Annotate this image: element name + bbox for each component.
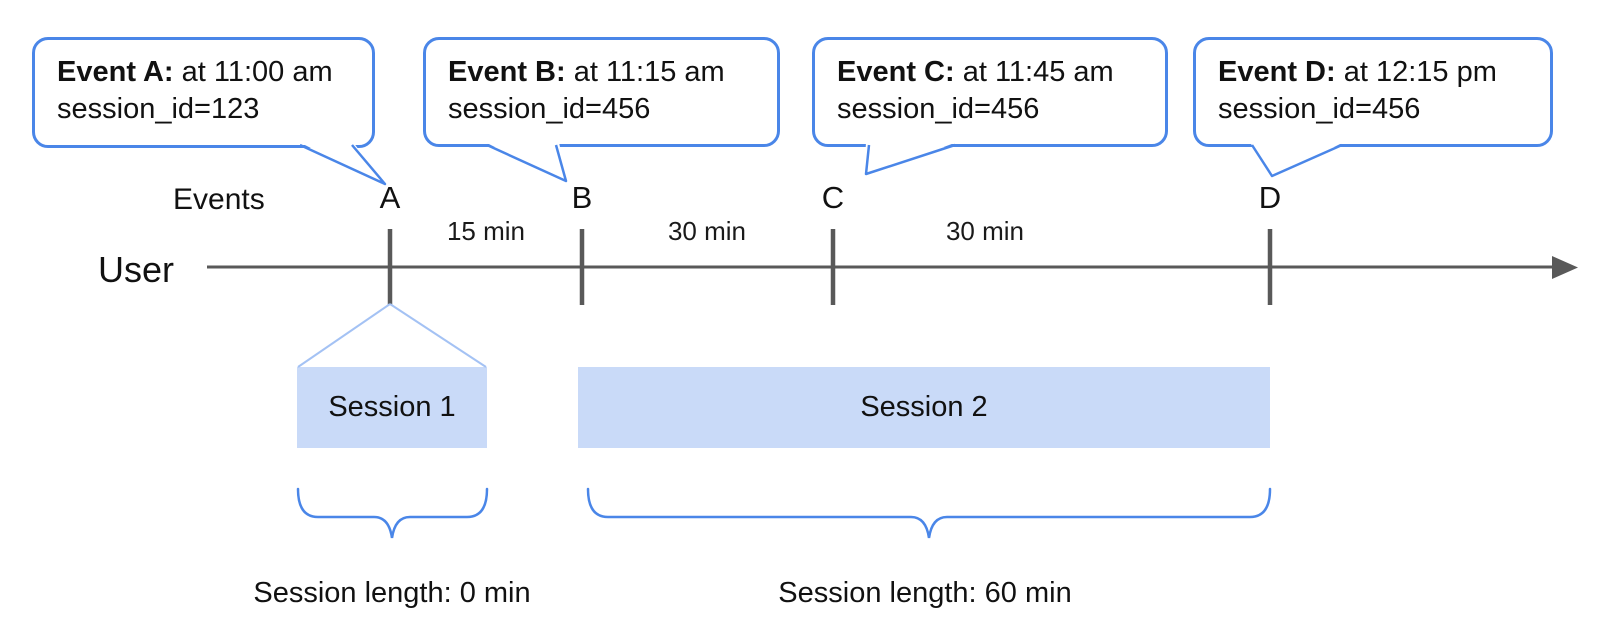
callout-tail-d-fill	[1250, 142, 1344, 179]
callout-tail-d-outline	[1250, 143, 1343, 178]
callout-tail-c	[864, 142, 957, 177]
event-name: Event A:	[57, 56, 174, 88]
interval-label-c-d: 30 min	[945, 216, 1025, 246]
event-name: Event B:	[448, 56, 566, 88]
callout-event-c: Event C: at 11:45 am session_id=456	[812, 37, 1168, 147]
event-marker-b: B	[571, 180, 593, 215]
callout-tail-b	[485, 142, 568, 184]
timeline-arrowhead-icon	[1552, 256, 1578, 279]
event-name: Event D:	[1218, 56, 1336, 88]
session-1-funnel-left-line	[297, 303, 391, 368]
callout-tail-c-fill	[864, 142, 957, 177]
events-row-label: Events	[173, 183, 265, 216]
session-1-brace	[296, 487, 489, 539]
event-time: at 11:15 am	[573, 56, 725, 88]
callout-line-1: Event D: at 12:15 pm	[1218, 54, 1530, 91]
event-name: Event C:	[837, 56, 955, 88]
callout-event-b: Event B: at 11:15 am session_id=456	[423, 37, 780, 147]
session-id-text: session_id=456	[448, 93, 651, 125]
session-1-length-label: Session length: 0 min	[253, 577, 531, 609]
callout-event-a: Event A: at 11:00 am session_id=123	[32, 37, 375, 148]
session-1-funnel-right-line	[389, 303, 487, 368]
callout-tail-b-outline	[486, 143, 568, 183]
callout-tail-c-outline	[864, 143, 956, 176]
session-2-bar: Session 2	[578, 367, 1270, 448]
event-time: at 12:15 pm	[1343, 56, 1497, 88]
event-marker-a: A	[379, 180, 401, 215]
event-marker-c: C	[821, 180, 845, 215]
user-row-label: User	[98, 249, 175, 290]
session-2-label: Session 2	[860, 391, 988, 423]
event-time: at 11:00 am	[181, 56, 333, 88]
session-id-text: session_id=123	[57, 93, 260, 125]
callout-line-1: Event A: at 11:00 am	[57, 54, 352, 91]
session-1-bar: Session 1	[297, 367, 487, 448]
session-2-brace	[586, 487, 1272, 539]
callout-tail-b-fill	[485, 142, 567, 184]
interval-label-a-b: 15 min	[446, 216, 526, 246]
session-2-length-label: Session length: 60 min	[778, 577, 1072, 609]
event-marker-d: D	[1258, 180, 1282, 215]
callout-tail-a-outline	[299, 143, 387, 186]
interval-label-b-c: 30 min	[667, 216, 747, 246]
session-id-text: session_id=456	[1218, 93, 1421, 125]
callout-line-1: Event B: at 11:15 am	[448, 54, 757, 91]
session-1-label: Session 1	[328, 391, 456, 423]
session-id-text: session_id=456	[837, 93, 1040, 125]
callout-event-d: Event D: at 12:15 pm session_id=456	[1193, 37, 1553, 147]
callout-tail-d	[1250, 142, 1344, 179]
callout-line-1: Event C: at 11:45 am	[837, 54, 1145, 91]
event-time: at 11:45 am	[962, 56, 1114, 88]
